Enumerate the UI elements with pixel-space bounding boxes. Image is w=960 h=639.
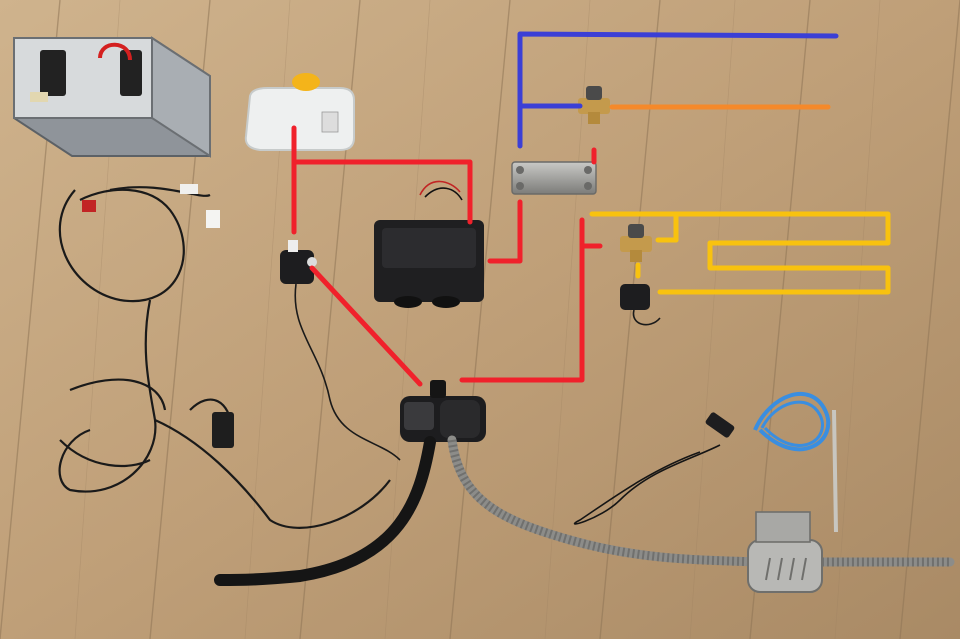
- wiring-harness: [58, 186, 391, 529]
- small-pump: [620, 284, 661, 326]
- thermostatic-mixing-valve: [578, 86, 610, 124]
- fuel-pump: [705, 412, 735, 438]
- thermostatic-mixing-valve: [620, 224, 652, 262]
- circulation-pump: [280, 240, 401, 461]
- exhaust-silencer: [747, 511, 823, 593]
- intake-hose: [214, 436, 436, 586]
- fuel-standpipe: [832, 409, 838, 533]
- connector-white: [180, 184, 198, 194]
- heater-fan-unit: [374, 180, 484, 308]
- parking-heater: [400, 380, 486, 442]
- blue-cold-water-line: [517, 31, 839, 149]
- fuel-pump-cable: [573, 444, 721, 525]
- battery-box: [13, 36, 211, 158]
- fuel-line: [753, 391, 831, 452]
- switch: [212, 412, 234, 448]
- expansion-tank: [244, 73, 355, 151]
- yellow-floor-heating-loop: [589, 211, 891, 295]
- fuel-line-coil: [760, 400, 824, 447]
- red-coolant-lines: [291, 125, 603, 387]
- tag-white: [206, 210, 220, 228]
- exhaust-pipe-ridges: [447, 439, 950, 567]
- plate-heat-exchanger: [511, 161, 597, 195]
- connector-red: [82, 200, 96, 212]
